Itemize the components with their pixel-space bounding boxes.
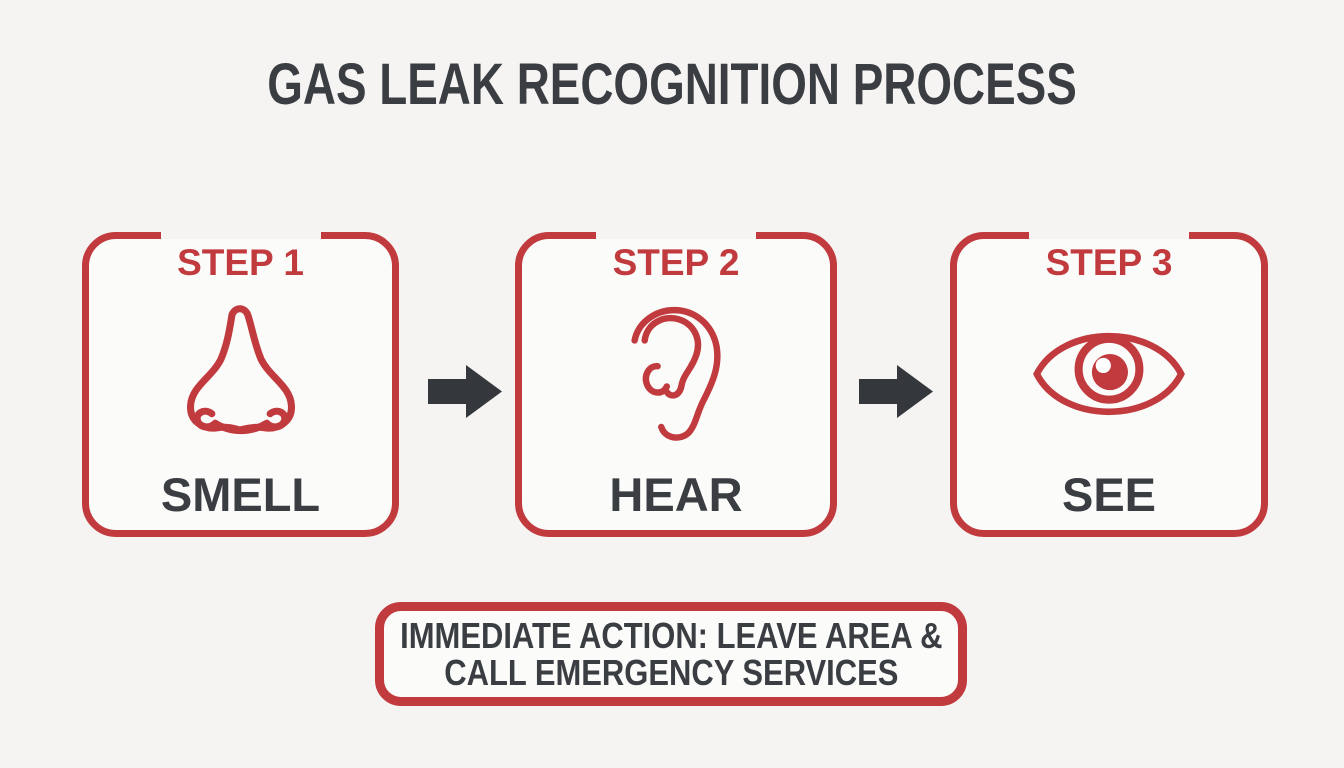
sense-label: HEAR — [609, 468, 743, 521]
step-card-smell: STEP 1 SMELL — [82, 232, 399, 537]
sense-label: SEE — [1061, 468, 1157, 521]
arrow-right-icon — [859, 364, 936, 419]
top-border-gap — [1029, 232, 1189, 239]
sense-label: SMELL — [160, 468, 321, 521]
arrow-right-icon — [428, 364, 505, 419]
action-banner: IMMEDIATE ACTION: LEAVE AREA & CALL EMER… — [375, 602, 967, 706]
step-card-see: STEP 3 SEE — [950, 232, 1268, 537]
step-number-label: STEP 1 — [177, 242, 304, 283]
top-border-gap — [596, 232, 756, 239]
ear-icon — [522, 302, 830, 447]
step-card-hear: STEP 2 HEAR — [515, 232, 837, 537]
action-line-1: IMMEDIATE ACTION: LEAVE AREA & — [399, 615, 943, 656]
action-line-2: CALL EMERGENCY SERVICES — [443, 652, 899, 693]
step-number-label: STEP 3 — [1045, 242, 1173, 283]
nose-icon — [89, 303, 392, 436]
step-number-label: STEP 2 — [612, 242, 740, 283]
top-border-gap — [160, 232, 321, 239]
eye-icon — [957, 331, 1261, 417]
page-title: GAS LEAK RECOGNITION PROCESS — [267, 52, 1077, 117]
action-banner-text: IMMEDIATE ACTION: LEAVE AREA & CALL EMER… — [400, 617, 942, 691]
